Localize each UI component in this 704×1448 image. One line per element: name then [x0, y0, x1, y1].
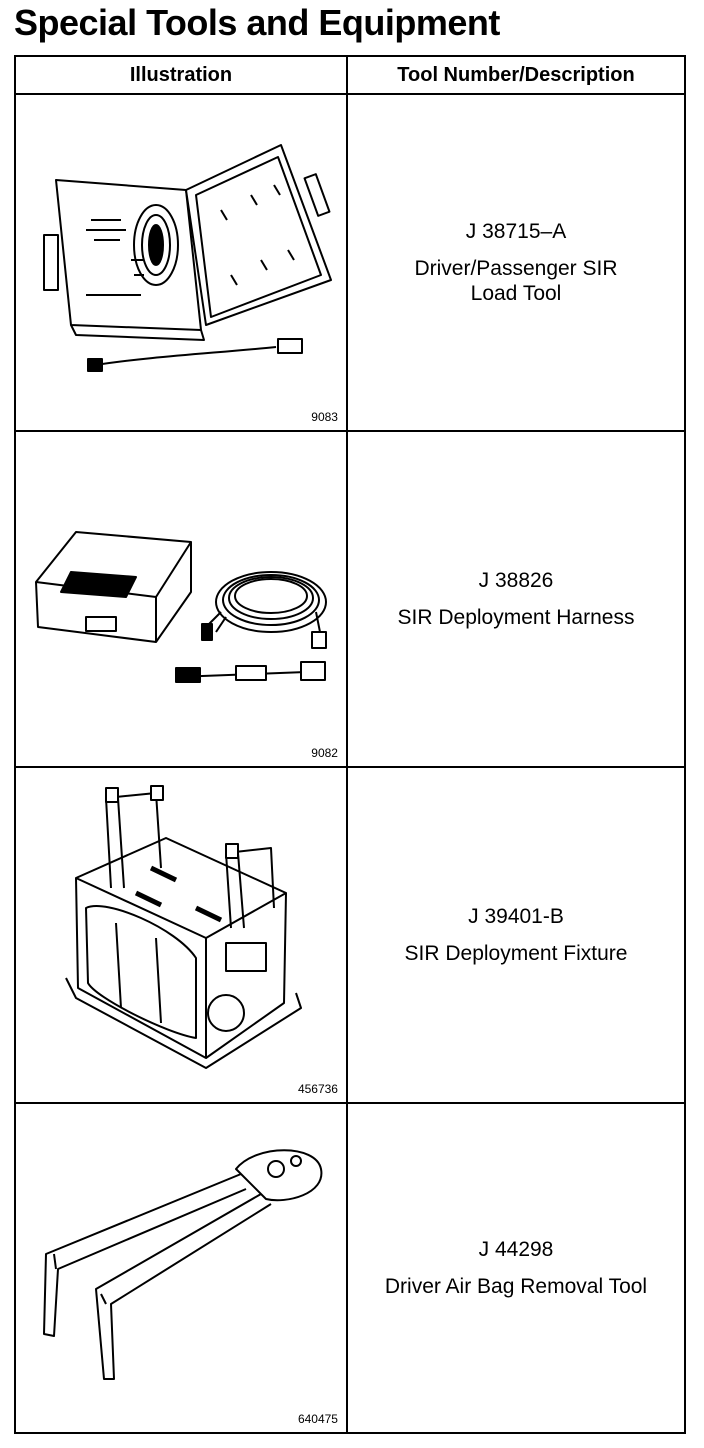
special-tools-table: Illustration Tool Number/Description [14, 55, 687, 1434]
illustration-cell: 640475 [14, 1102, 348, 1434]
figure-number: 456736 [297, 1082, 338, 1096]
table-row: 9083 J 38715–A Driver/Passenger SIR Load… [14, 93, 687, 432]
tool-number: J 39401-B [468, 905, 564, 928]
figure-number: 9083 [311, 410, 338, 424]
tool-description: SIR Deployment Fixture [404, 942, 628, 965]
table-row: 456736 J 39401-B SIR Deployment Fixture [14, 766, 687, 1104]
tool-number: J 38826 [478, 569, 554, 592]
description-cell: J 44298 Driver Air Bag Removal Tool [345, 1102, 687, 1434]
deployment-harness-icon [16, 432, 347, 768]
tool-description: Driver Air Bag Removal Tool [384, 1275, 648, 1298]
figure-number: 640475 [297, 1412, 338, 1426]
illustration-cell: 9082 [14, 430, 348, 768]
table-row: 640475 J 44298 Driver Air Bag Removal To… [14, 1102, 687, 1434]
figure-number: 9082 [311, 746, 338, 760]
description-column-header: Tool Number/Description [345, 55, 687, 95]
load-tool-case-icon [16, 95, 347, 432]
illustration-column-header: Illustration [14, 55, 348, 95]
table-header-row: Illustration Tool Number/Description [14, 55, 687, 95]
illustration-cell: 456736 [14, 766, 348, 1104]
description-cell: J 38826 SIR Deployment Harness [345, 430, 687, 768]
illustration-cell: 9083 [14, 93, 348, 432]
table-row: 9082 J 38826 SIR Deployment Harness [14, 430, 687, 768]
tool-description: Driver/Passenger SIR Load Tool [414, 257, 618, 305]
deployment-fixture-icon [16, 768, 347, 1104]
removal-tool-icon [16, 1104, 347, 1434]
description-cell: J 38715–A Driver/Passenger SIR Load Tool [345, 93, 687, 432]
tool-number: J 44298 [478, 1238, 554, 1261]
page-title: Special Tools and Equipment [14, 2, 500, 43]
description-cell: J 39401-B SIR Deployment Fixture [345, 766, 687, 1104]
tool-description: SIR Deployment Harness [397, 606, 635, 629]
tool-number: J 38715–A [465, 220, 567, 243]
